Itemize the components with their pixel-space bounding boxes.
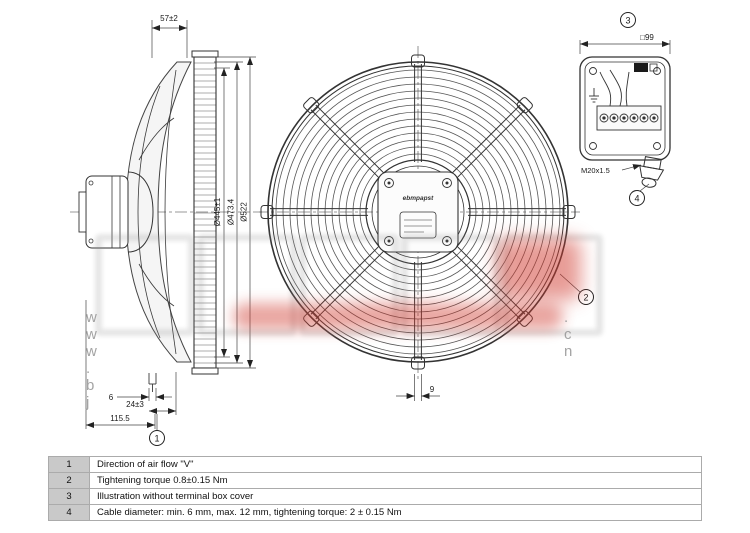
blade-edge-1	[137, 85, 161, 339]
note-number: 4	[48, 504, 90, 521]
dim-bottom-115: 115.5	[110, 414, 130, 423]
blade-separator-2	[138, 263, 175, 307]
box-dimension: □99	[579, 33, 671, 54]
table-row: 2 Tightening torque 0.8±0.15 Nm	[48, 472, 702, 489]
box-screw	[589, 142, 597, 150]
box-screw	[653, 142, 661, 150]
callout-3: 3	[625, 16, 630, 26]
note-text: Illustration without terminal box cover	[89, 488, 702, 505]
note-text: Tightening torque 0.8±0.15 Nm	[89, 472, 702, 489]
fan-side-view	[70, 50, 262, 392]
connector-block	[634, 63, 648, 72]
callout-1: 1	[154, 434, 159, 444]
strut-width-dimension: 9	[396, 374, 440, 401]
dim-top-width: 57±2	[160, 14, 178, 23]
terminal-box-outer	[579, 56, 671, 161]
hub-nameplate	[399, 211, 437, 239]
terminal-box-inner	[584, 61, 666, 156]
wall-ring-top-flange	[191, 50, 219, 58]
dim-dia-impeller: Ø445±1	[213, 197, 222, 226]
brand-logo: ebmpapst	[403, 195, 435, 202]
motor-rear-cap	[78, 191, 87, 233]
motor-hub: ebmpapst	[365, 159, 471, 265]
table-row: 4 Cable diameter: min. 6 mm, max. 12 mm,…	[48, 504, 702, 521]
side-view-dimensions: 57±2 Ø445±1 Ø473.4 Ø522 6 24±3 115.5 1	[85, 14, 256, 446]
impeller-silhouette	[125, 61, 192, 363]
note-text: Cable diameter: min. 6 mm, max. 12 mm, t…	[89, 504, 702, 521]
notes-table: 1 Direction of air flow "V" 2 Tightening…	[48, 456, 702, 521]
box-screw	[589, 67, 597, 75]
dim-dia-outer: Ø522	[240, 202, 249, 222]
wire	[599, 71, 612, 107]
cable-gland	[639, 156, 665, 188]
blade-separator-1	[138, 117, 175, 161]
hub-screw	[442, 178, 452, 188]
note-number: 2	[48, 472, 90, 489]
dim-box-99: □99	[640, 33, 654, 42]
hub-screw	[384, 236, 394, 246]
terminal-strip	[596, 105, 662, 131]
dim-bottom-6: 6	[109, 393, 114, 402]
motor-housing	[85, 175, 129, 249]
wall-ring-bottom-flange	[191, 367, 219, 375]
mounting-stud	[148, 373, 157, 392]
callout-2: 2	[583, 293, 588, 303]
table-row: 1 Direction of air flow "V"	[48, 456, 702, 473]
callout-4: 4	[634, 194, 639, 204]
wire	[625, 71, 630, 107]
hub-screw	[442, 236, 452, 246]
hub-screw	[384, 178, 394, 188]
dim-bottom-24: 24±3	[126, 400, 144, 409]
gland-label-group: M20x1.5 4	[581, 164, 650, 206]
callout-2-group: 2	[559, 273, 594, 305]
table-row: 3 Illustration without terminal box cove…	[48, 488, 702, 505]
terminal-box-view: □99 3 M20x1.5 4	[579, 12, 671, 206]
terminal-contacts	[599, 113, 659, 123]
connector-small	[649, 63, 658, 72]
guard-rings	[267, 61, 569, 363]
guard-struts	[260, 54, 576, 370]
note-number: 3	[48, 488, 90, 505]
hub-cap	[127, 171, 154, 253]
note-number: 1	[48, 456, 90, 473]
dim-dia-ring: Ø473.4	[227, 198, 236, 225]
fan-front-view: ebmpapst 9 2	[256, 46, 594, 401]
note-text: Direction of air flow "V"	[89, 456, 702, 473]
dim-gland-thread: M20x1.5	[581, 166, 610, 175]
dim-strut-9: 9	[430, 385, 435, 394]
ground-symbol	[589, 88, 599, 103]
wire	[609, 69, 622, 107]
blade-edge-2	[164, 69, 177, 355]
